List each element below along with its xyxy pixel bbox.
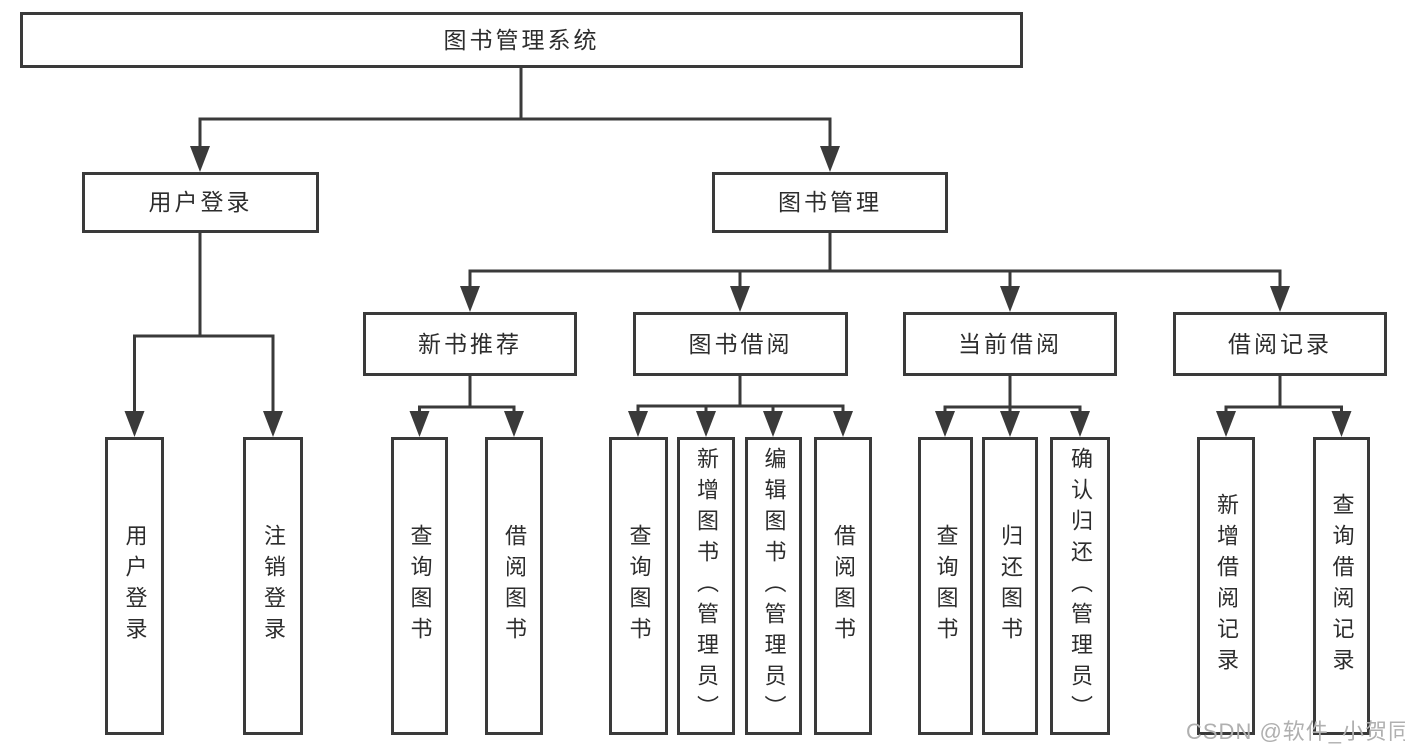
arrowhead: [409, 411, 430, 437]
node-borrowing-records: 借阅记录: [1173, 312, 1387, 376]
node-bb-borrow-books: 借阅图书: [814, 437, 872, 735]
node-new-book-recommend: 新书推荐: [363, 312, 577, 376]
arrowhead: [190, 146, 210, 172]
node-label: 注销登录: [261, 524, 286, 648]
node-br-query-record: 查询借阅记录: [1313, 437, 1370, 735]
arrowhead: [696, 411, 716, 437]
node-label: 查询图书: [933, 524, 959, 648]
node-book-management: 图书管理: [712, 172, 948, 233]
node-label: 编辑图书（管理员）: [761, 446, 787, 726]
arrowhead: [730, 286, 750, 312]
node-label: 新书推荐: [418, 330, 522, 357]
arrowhead: [504, 411, 524, 437]
connector-current-borrowing: [943, 374, 1082, 413]
node-bb-edit-books-admin: 编辑图书（管理员）: [745, 437, 802, 735]
node-logout: 注销登录: [243, 437, 303, 735]
connector-borrowing-records: [1224, 374, 1343, 413]
arrowhead: [124, 411, 145, 437]
node-bb-query-books: 查询图书: [609, 437, 668, 735]
node-login: 用户登录: [105, 437, 164, 735]
arrowhead: [1000, 411, 1020, 437]
node-book-borrowing: 图书借阅: [633, 312, 848, 376]
node-nbr-borrow-books: 借阅图书: [485, 437, 543, 735]
node-label: 查询图书: [407, 524, 433, 648]
node-label: 用户登录: [148, 189, 253, 215]
node-label: 新增借阅记录: [1214, 493, 1239, 679]
node-label: 查询借阅记录: [1329, 493, 1355, 679]
arrowhead: [628, 411, 648, 437]
node-label: 查询图书: [626, 524, 652, 648]
node-cb-query-books: 查询图书: [918, 437, 973, 735]
arrowhead: [763, 411, 783, 437]
node-label: 归还图书: [998, 524, 1023, 648]
arrowhead: [1270, 286, 1290, 312]
connector-root: [198, 66, 832, 150]
connector-user-login: [133, 231, 275, 415]
node-label: 用户登录: [122, 524, 148, 648]
node-label: 图书管理系统: [443, 26, 600, 53]
arrowhead: [1331, 411, 1352, 437]
node-label: 确认归还（管理员）: [1068, 446, 1093, 726]
node-label: 图书借阅: [688, 330, 793, 357]
node-bb-add-books-admin: 新增图书（管理员）: [677, 437, 735, 735]
node-current-borrowing: 当前借阅: [903, 312, 1117, 376]
arrowhead: [833, 411, 853, 437]
node-label: 新增图书（管理员）: [694, 446, 719, 726]
node-cb-return-books: 归还图书: [982, 437, 1038, 735]
node-br-add-record: 新增借阅记录: [1197, 437, 1255, 735]
node-system-root: 图书管理系统: [20, 12, 1023, 68]
arrowhead: [460, 286, 480, 312]
node-label: 借阅图书: [502, 524, 527, 648]
node-label: 当前借阅: [958, 330, 1062, 357]
node-user-login: 用户登录: [82, 172, 319, 233]
node-label: 借阅图书: [831, 524, 856, 648]
arrowhead: [935, 411, 955, 437]
arrowhead: [263, 411, 283, 437]
arrowhead: [1216, 411, 1236, 437]
arrowhead: [820, 146, 840, 172]
node-label: 借阅记录: [1228, 330, 1332, 357]
connector-book-borrowing: [636, 374, 845, 413]
node-label: 图书管理: [778, 189, 882, 215]
node-cb-confirm-return-admin: 确认归还（管理员）: [1050, 437, 1110, 735]
connector-book-management: [468, 231, 1282, 290]
arrowhead: [1000, 286, 1020, 312]
arrowhead: [1070, 411, 1090, 437]
node-nbr-query-books: 查询图书: [391, 437, 448, 735]
csdn-watermark: CSDN @软件_小贺同学: [1186, 719, 1405, 744]
connector-new-book: [418, 374, 516, 413]
